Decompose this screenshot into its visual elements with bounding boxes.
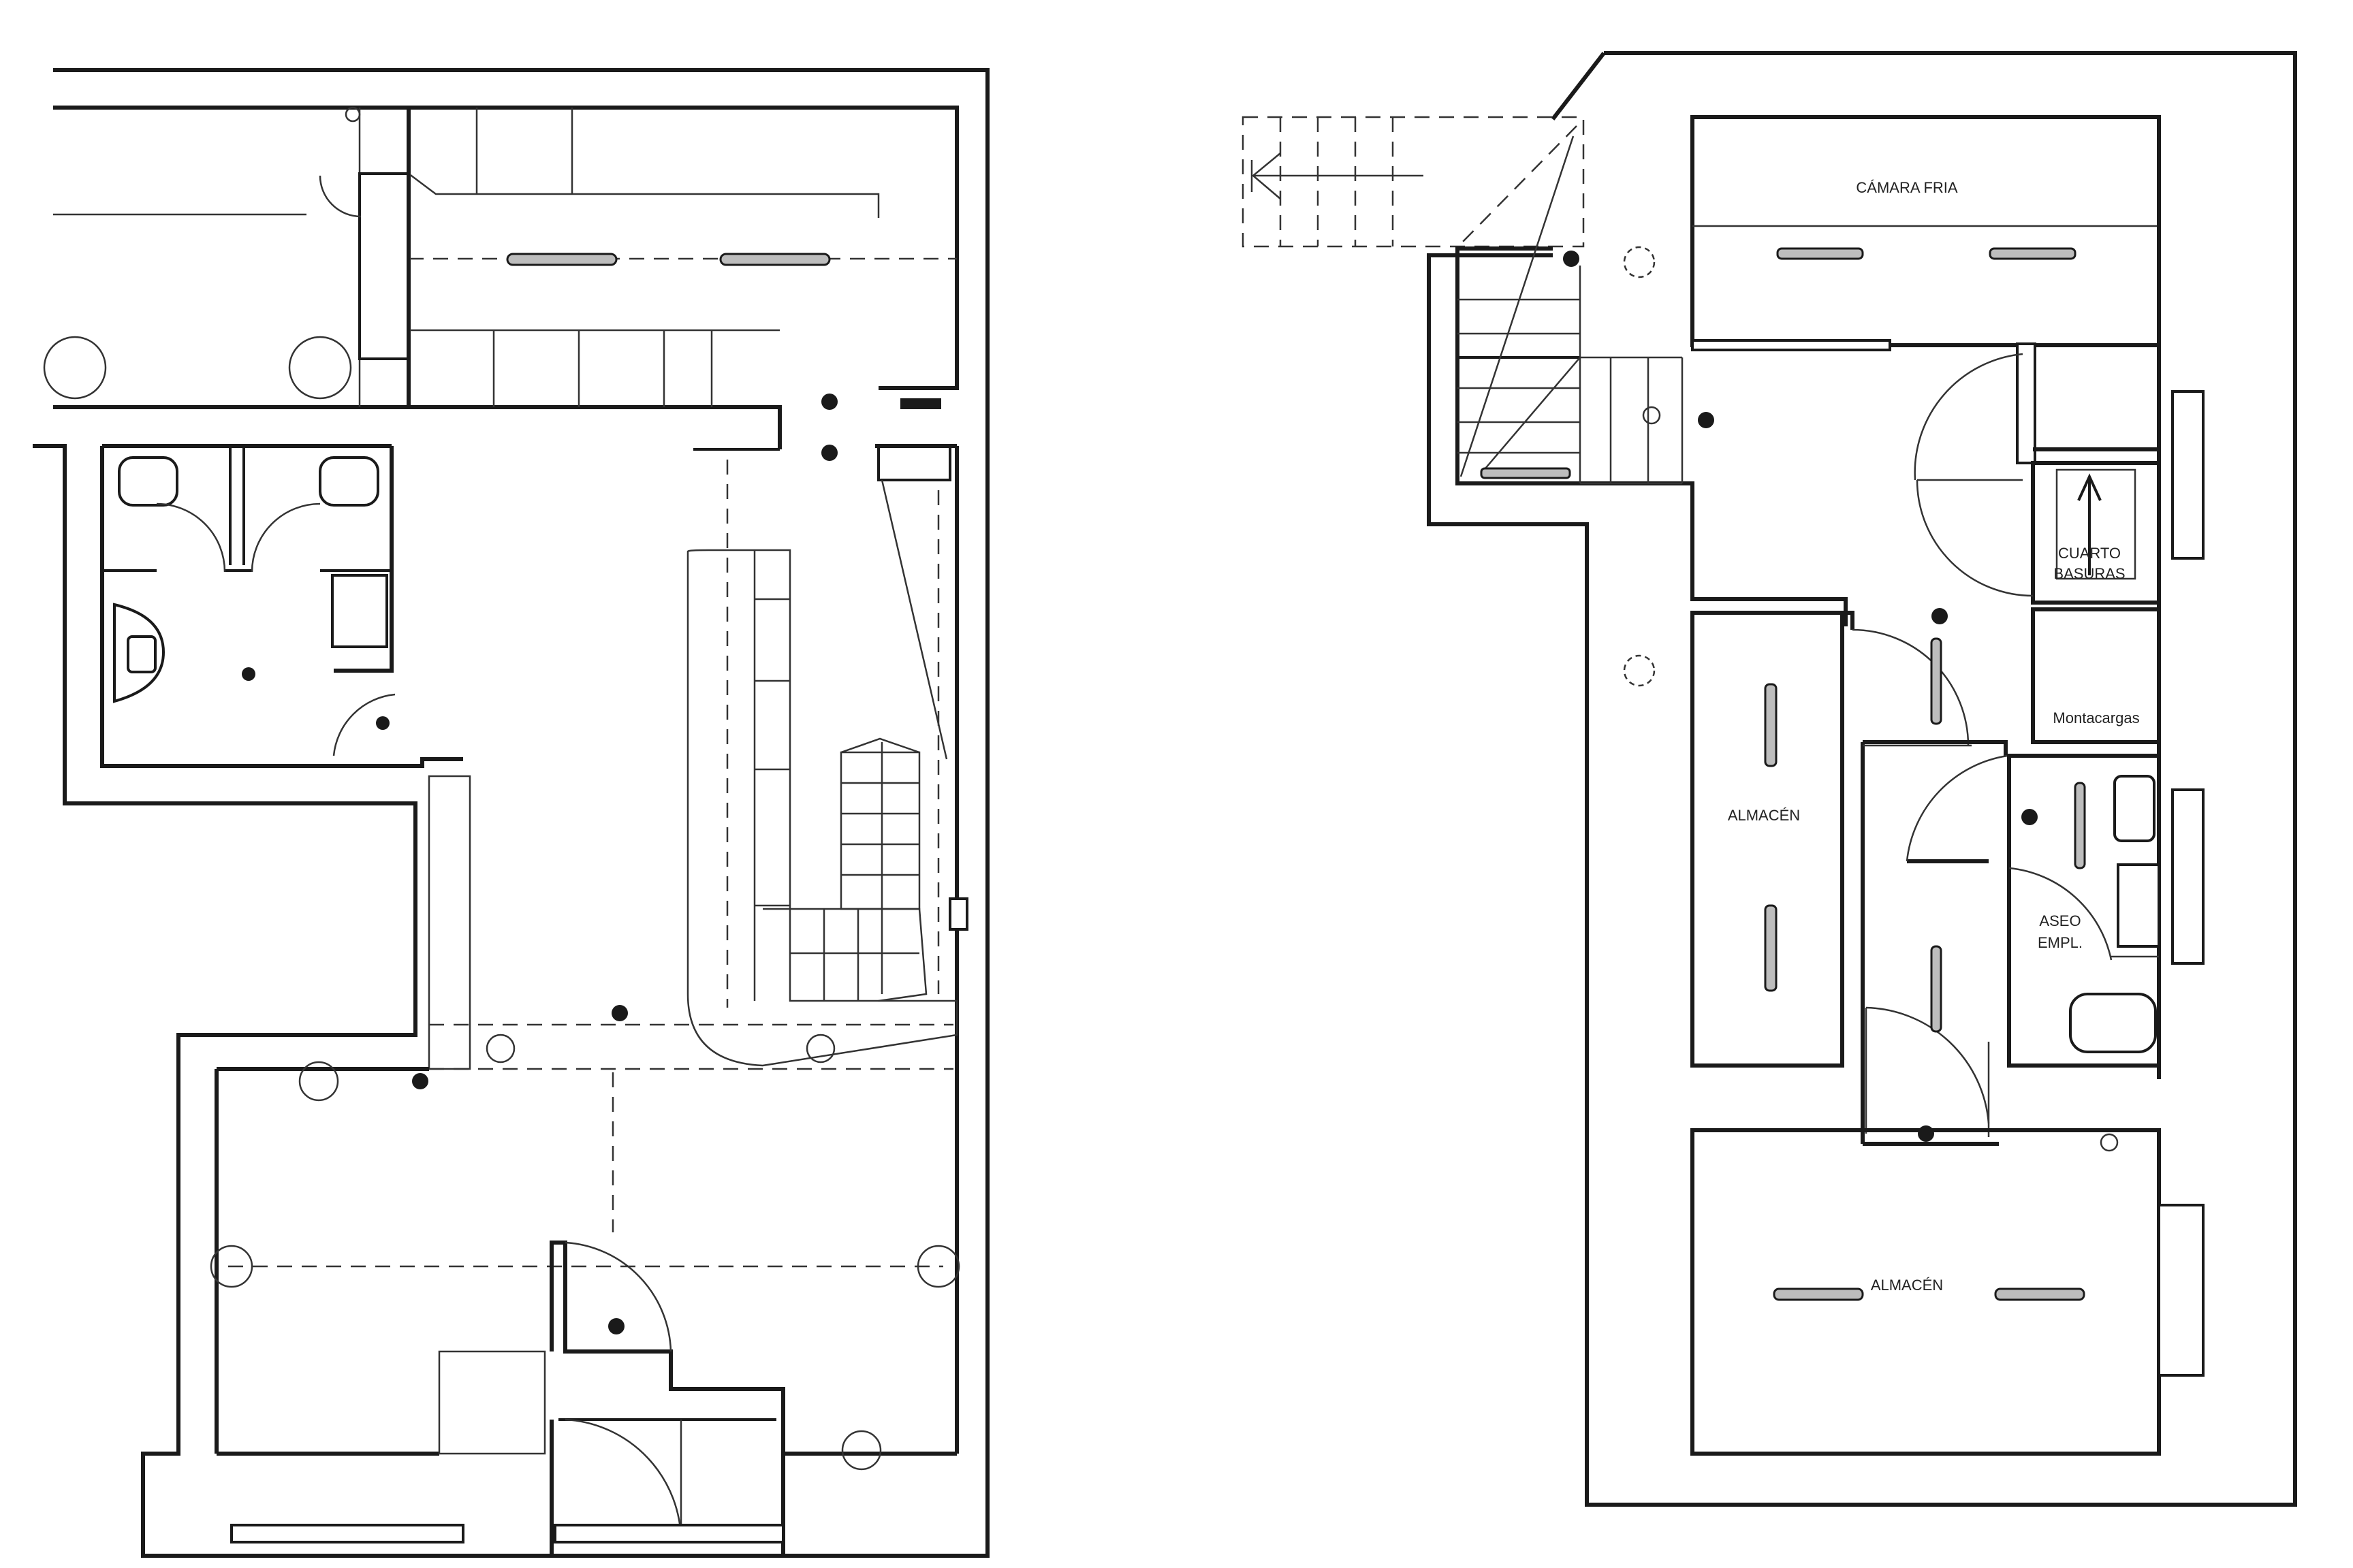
room-label-camara-fria: CÁMARA FRIA: [1856, 179, 1957, 196]
room-label-aseo-empl-line2: EMPL.: [2038, 934, 2083, 951]
room-label-aseo-empl-line1: ASEO: [2039, 912, 2081, 929]
room-label-montacargas: Montacargas: [2053, 709, 2139, 726]
room-label-almacen-2: ALMACÉN: [1871, 1277, 1943, 1294]
right-floor-plan: CÁMARA FRIA CUARTO BASURAS Montacargas A…: [1242, 51, 2297, 1507]
room-label-cuarto-basuras-line2: BASURAS: [2053, 565, 2125, 582]
room-label-cuarto-basuras-line1: CUARTO: [2058, 545, 2121, 562]
left-floor-plan: [33, 68, 990, 1558]
room-label-almacen-1: ALMACÉN: [1728, 807, 1800, 824]
